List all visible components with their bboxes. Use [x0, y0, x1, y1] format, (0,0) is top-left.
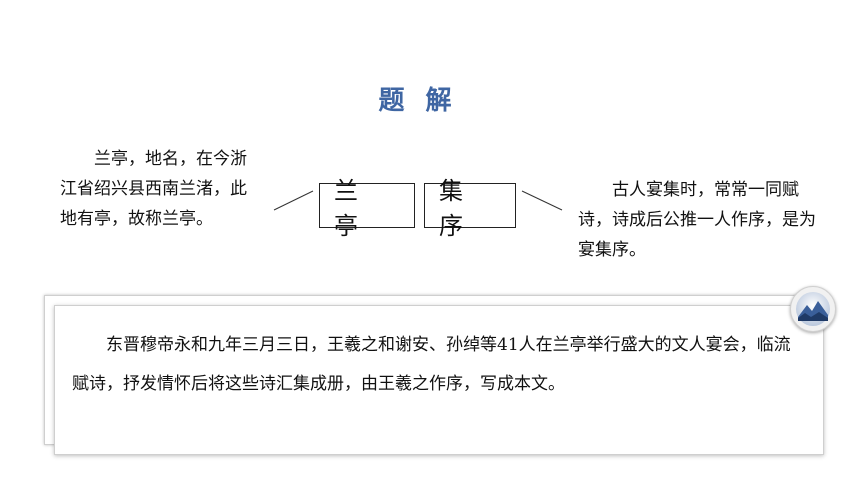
left-note: 兰亭，地名，在今浙江省绍兴县西南兰渚，此地有亭，故称兰亭。	[60, 149, 247, 229]
lanting-box: 兰 亭	[319, 177, 415, 240]
page-title: 题 解	[378, 86, 458, 116]
card-text: 东晋穆帝永和九年三月三日，王羲之和谢安、孙绰等41人在兰亭举行盛大的文人宴会，临…	[72, 335, 791, 394]
mountain-landscape-icon	[796, 292, 830, 326]
jixu-box: 集 序	[424, 177, 516, 240]
content-card	[54, 305, 824, 455]
badge	[790, 286, 836, 332]
left-connector-line	[273, 190, 314, 211]
right-connector-line	[521, 190, 563, 211]
right-note: 古人宴集时，常常一同赋诗，诗成后公推一人作序，是为宴集序。	[578, 180, 816, 260]
